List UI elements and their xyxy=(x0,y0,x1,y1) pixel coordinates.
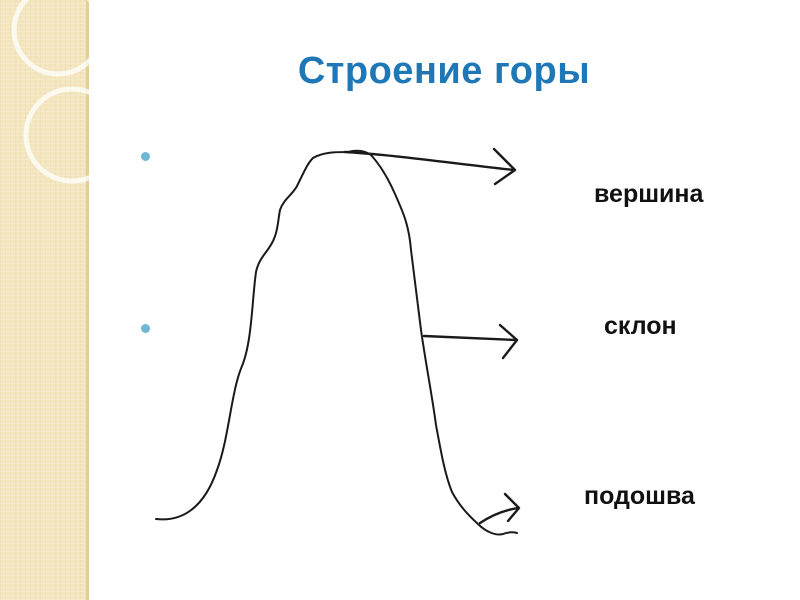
decorative-ring-middle xyxy=(23,86,121,184)
arrow-right-icon-slope xyxy=(422,323,519,360)
label-summit: вершина xyxy=(594,180,704,208)
mountain-outline xyxy=(155,149,518,536)
decorative-ring-top xyxy=(11,0,105,77)
label-slope: склон xyxy=(604,312,677,340)
bullet-dot-1 xyxy=(141,152,150,161)
label-foot: подошва xyxy=(584,482,695,510)
arrow-right-icon-summit xyxy=(343,147,517,186)
slide-title: Строение горы xyxy=(297,50,591,92)
bullet-dot-2 xyxy=(141,324,150,333)
arrow-right-icon-foot xyxy=(478,492,521,525)
side-band-edge xyxy=(86,0,89,600)
